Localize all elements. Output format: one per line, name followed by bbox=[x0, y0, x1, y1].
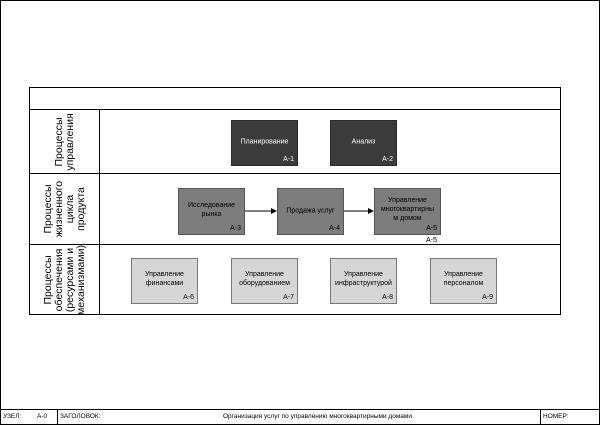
lane-label-cell: Процессы обеспечения (ресурсами и механи… bbox=[30, 245, 100, 314]
footer-node-label: УЗЕЛ: bbox=[3, 413, 22, 420]
process-label: Планирование bbox=[240, 138, 289, 146]
process-house-management[interactable]: Управление многоквартирны м домом А-5 bbox=[374, 188, 441, 235]
process-finance[interactable]: Управление финансами А-6 bbox=[131, 258, 198, 304]
process-code: А-2 bbox=[382, 156, 393, 163]
process-equipment[interactable]: Управление оборудованием А-7 bbox=[231, 258, 298, 304]
process-staff[interactable]: Управление персоналом А-9 bbox=[430, 258, 497, 304]
process-label: Исследование рынка bbox=[187, 201, 236, 218]
process-code: А-9 bbox=[482, 294, 493, 301]
footer-number-label: НОМЕР: bbox=[543, 413, 569, 420]
footer-title-cell: ЗАГОЛОВОК: Организация услуг по управлен… bbox=[58, 410, 540, 425]
process-code: А-4 bbox=[329, 225, 340, 232]
process-label: Управление финансами bbox=[145, 271, 184, 288]
footer-title-value: Организация услуг по управлению многоква… bbox=[223, 413, 413, 420]
process-label: Управление инфраструктурой bbox=[335, 271, 392, 288]
process-label: Анализ bbox=[351, 138, 376, 146]
process-code: А-6 bbox=[183, 294, 194, 301]
footer-title-label: ЗАГОЛОВОК: bbox=[60, 413, 101, 420]
process-code: А-1 bbox=[283, 156, 294, 163]
footer-number-cell: НОМЕР: bbox=[541, 410, 599, 425]
process-label: Управление оборудованием bbox=[239, 271, 290, 288]
process-label: Продажа услуг bbox=[286, 207, 335, 215]
footer-node-value: А-0 bbox=[37, 413, 48, 420]
lane-management: Процессы управления bbox=[30, 110, 560, 174]
lane-label-cell: Процессы жизненного цикла продукта bbox=[30, 174, 100, 244]
lane-lifecycle: Процессы жизненного цикла продукта bbox=[30, 174, 560, 245]
process-code: А-7 bbox=[283, 294, 294, 301]
lane-label-cell: Процессы управления bbox=[30, 110, 100, 173]
process-planning[interactable]: Планирование А-1 bbox=[231, 120, 298, 166]
process-code: А-5 bbox=[426, 225, 437, 232]
process-label: Управление персоналом bbox=[443, 271, 484, 288]
swimlane-header-row bbox=[30, 88, 560, 110]
process-analysis[interactable]: Анализ А-2 bbox=[330, 120, 397, 166]
process-code-external: А-5 bbox=[426, 237, 437, 244]
process-sales[interactable]: Продажа услуг А-4 bbox=[277, 188, 344, 235]
process-infrastructure[interactable]: Управление инфраструктурой А-8 bbox=[330, 258, 397, 304]
footer-divider bbox=[540, 410, 541, 425]
swimlane-table: Процессы управления Процессы жизненного … bbox=[29, 87, 561, 315]
footer-node-cell: УЗЕЛ: А-0 bbox=[0, 410, 57, 425]
process-label: Управление многоквартирны м домом bbox=[380, 196, 435, 222]
process-code: А-3 bbox=[230, 225, 241, 232]
process-code: А-8 bbox=[382, 294, 393, 301]
lane-support: Процессы обеспечения (ресурсами и механи… bbox=[30, 245, 560, 314]
footer-divider bbox=[57, 410, 58, 425]
diagram-footer: УЗЕЛ: А-0 ЗАГОЛОВОК: Организация услуг п… bbox=[0, 409, 600, 426]
process-market-research[interactable]: Исследование рынка А-3 bbox=[178, 188, 245, 235]
